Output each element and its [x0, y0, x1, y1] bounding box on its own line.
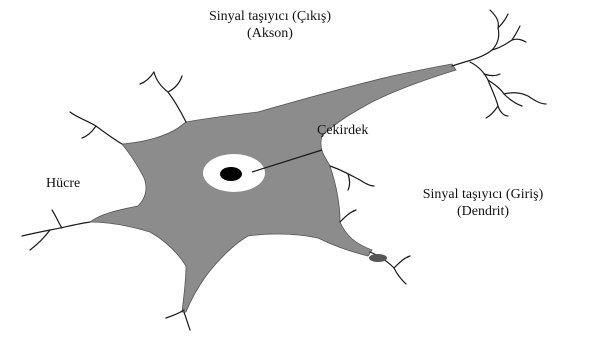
dendrite	[166, 310, 184, 318]
axon-label-line2: (Akson)	[170, 25, 370, 42]
dendrite-terminal	[369, 254, 387, 262]
dendrite	[22, 222, 90, 236]
dendrite	[330, 166, 374, 186]
dendrite-label-line2: (Dendrit)	[388, 203, 578, 220]
dendrite	[70, 112, 122, 144]
dendrite	[348, 174, 350, 190]
axon-terminal-branch	[452, 10, 499, 66]
nucleus-label: Çekirdek	[317, 122, 368, 139]
axon-terminal-branch	[484, 74, 500, 76]
dendrite-label-line1: Sinyal taşıyıcı (Giriş)	[388, 186, 578, 203]
axon-terminal-branch	[470, 62, 508, 116]
dendrite	[82, 126, 96, 138]
axon-terminal-branch	[498, 14, 508, 28]
dendrite	[168, 76, 182, 92]
dendrite	[52, 210, 62, 228]
nucleus	[220, 167, 242, 181]
dendrite	[394, 256, 410, 268]
dendrite-label: Sinyal taşıyıcı (Giriş) (Dendrit)	[388, 186, 578, 220]
axon-terminal-branch	[486, 106, 498, 118]
dendrite	[184, 312, 190, 330]
dendrite	[140, 72, 154, 84]
axon-terminal-branch	[492, 39, 526, 50]
axon-label: Sinyal taşıyıcı (Çıkış) (Akson)	[170, 8, 370, 42]
cell-label: Hücre	[46, 175, 80, 192]
axon-label-line1: Sinyal taşıyıcı (Çıkış)	[170, 8, 370, 25]
dendrite	[340, 210, 356, 222]
axon-terminal-branch	[504, 93, 546, 104]
axon-terminal-branch	[512, 26, 520, 40]
